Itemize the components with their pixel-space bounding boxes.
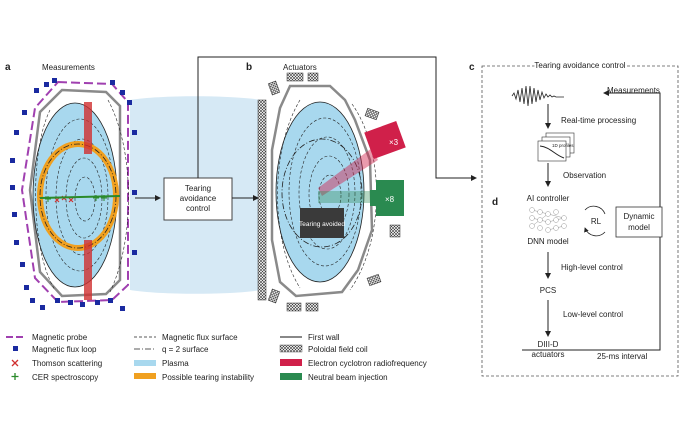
control-box-line2: avoidance [180,194,217,203]
legend-ech-icon [280,359,302,366]
diiid-line1: DIII-D [538,340,559,349]
control-box [163,177,233,221]
legend-thomson-label: Thomson scattering [32,359,102,368]
poloidal-coil-column [257,99,267,301]
legend-nbi-icon [280,373,302,380]
dynamic-model-line2: model [628,223,650,232]
panel-a: a Measurements [5,62,137,311]
interval-label: 25-ms interval [597,352,647,361]
dnn-label: DNN model [527,237,569,246]
legend-plasma-label: Plasma [162,359,189,368]
panel-b: b Actuators ×3 [246,62,406,312]
panel-a-letter: a [5,62,11,73]
panel-d-letter: d [492,197,498,208]
dynamic-model-box [615,206,663,238]
tearing-avoided-badge [300,208,344,238]
legend-plasma-icon [134,360,156,366]
legend-fluxloop-icon [13,346,18,351]
legend-cer-label: CER spectroscopy [32,373,98,382]
legend-coil-label: Poloidal field coil [308,345,368,354]
ai-controller-label: AI controller [527,194,570,203]
measurements-label: Measurements [607,86,660,95]
profiles-icon-label: 1D profiles [552,143,574,148]
thomson-vertical-bottom [84,240,92,300]
ech-count: ×3 [389,138,399,147]
legend-q2-label: q = 2 surface [162,345,209,354]
legend-tearing-icon [134,373,156,379]
flux-loop-squares [10,78,137,311]
diiid-line2: actuators [532,350,565,359]
badge-text: Tearing avoided [299,221,345,228]
legend: Magnetic probe Magnetic flux loop Thomso… [6,333,427,382]
dnn-network-icon [529,207,567,233]
cer-plus-markers [45,195,107,202]
nbi-count: ×8 [385,195,395,204]
realtime-label: Real-time processing [561,116,636,125]
ech-beam [318,148,378,196]
legend-ech-label: Electron cyclotron radiofrequency [308,359,427,368]
profiles-stack-icon [537,132,575,162]
panel-c-letter: c [469,62,475,73]
feedback-line-top [197,56,477,181]
legend-first-wall-label: First wall [308,333,340,342]
first-wall-b [270,84,374,298]
panel-b-letter: b [246,62,252,73]
legend-flux-surface-label: Magnetic flux surface [162,333,238,342]
legend-nbi-label: Neutral beam injection [308,373,388,382]
control-box-line3: control [186,204,210,213]
legend-coil-icon [279,344,303,353]
panel-a-title: Measurements [42,63,95,72]
rl-label: RL [591,217,602,226]
ech-launcher [364,121,406,159]
panel-d: d AI controller DNN model RL Dynamic mod… [492,194,663,361]
q2-surface-b [281,138,363,248]
rl-loop-arrows [585,205,606,237]
cer-line [39,195,121,199]
low-level-label: Low-level control [563,310,623,319]
legend-cer-icon [11,373,19,380]
thomson-vertical-top [84,102,92,154]
panel-c-frame [481,65,679,377]
pcs-label: PCS [540,286,556,295]
nbi-beam [318,191,380,203]
panel-c-title: Tearing avoidance control [534,61,625,70]
waveform-icon [511,85,564,107]
legend-fluxloop-label: Magnetic flux loop [32,345,97,354]
legend-thomson-icon [11,359,19,367]
control-box-line1: Tearing [185,184,211,193]
legend-tearing-label: Possible tearing instability [162,373,254,382]
panel-b-title: Actuators [283,63,317,72]
panel-c: c Tearing avoidance control Measurements… [469,59,679,377]
legend-probe-label: Magnetic probe [32,333,88,342]
nbi-injector [376,180,404,216]
high-level-label: High-level control [561,263,623,272]
observation-label: Observation [563,171,606,180]
dynamic-model-line1: Dynamic [623,212,654,221]
